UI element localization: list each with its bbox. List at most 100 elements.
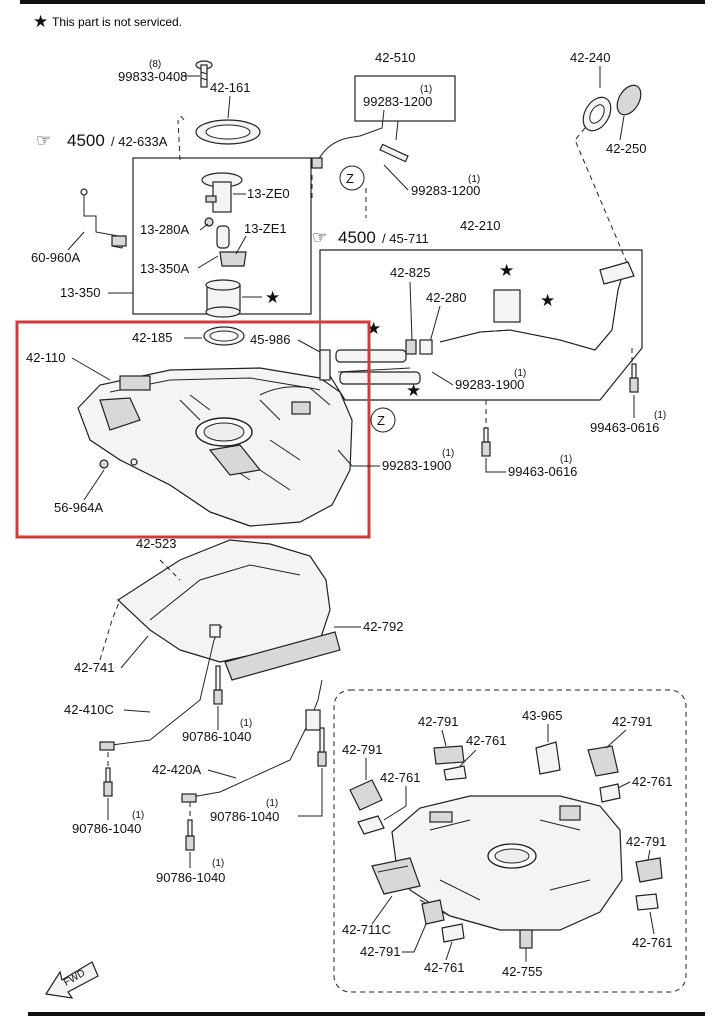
part-label: 42-711C <box>342 922 391 937</box>
reference-part: / 42-633A <box>111 134 168 149</box>
part-label: 43-965 <box>522 708 562 723</box>
bottom-rule <box>28 1012 705 1016</box>
qty-label: (1) <box>420 84 432 95</box>
z-marker <box>370 407 396 433</box>
part-label: 99463-0616 <box>508 464 577 479</box>
header-note: ★ This part is not serviced. <box>33 12 182 31</box>
part-label: 42-110 <box>26 350 66 365</box>
z-marker-label: Z <box>346 171 354 186</box>
qty-label: (8) <box>149 59 161 70</box>
part-label: 42-761 <box>424 960 464 975</box>
z-marker-label: Z <box>377 413 385 428</box>
filler-pipe-42-210 <box>335 261 635 385</box>
qty-label: (1) <box>514 368 526 379</box>
part-label: 99283-1900 <box>382 458 451 473</box>
filler-cap-42-240 <box>582 84 642 132</box>
screw-99833 <box>183 60 213 88</box>
part-label: 42-791 <box>418 714 458 729</box>
part-label: 42-791 <box>612 714 652 729</box>
fuel-pump-assembly <box>201 172 247 318</box>
part-label: 13-ZE0 <box>247 186 290 201</box>
insulator-42-791-e <box>421 899 445 925</box>
insulator-42-711c <box>371 857 421 895</box>
part-label: 42-791 <box>360 944 400 959</box>
part-label: 13-350A <box>140 261 189 276</box>
z-marker <box>339 165 365 191</box>
qty-label: (1) <box>654 410 666 421</box>
star-icon: ★ <box>33 12 48 31</box>
reference-number: 4500 <box>67 131 105 150</box>
bolt-99463-a <box>629 363 639 393</box>
part-label: 42-210 <box>460 218 500 233</box>
pointing-hand-icon: ☞ <box>312 228 327 247</box>
part-label: 42-825 <box>390 265 430 280</box>
star-icon: ★ <box>265 288 280 307</box>
bolt-90786-a <box>213 665 223 705</box>
top-rule <box>20 0 705 4</box>
bolt-99463-b <box>481 427 491 457</box>
part-label: 13-280A <box>140 222 189 237</box>
insulator-42-791-d <box>635 857 663 883</box>
insulator-42-761-a <box>357 815 385 835</box>
insulator-42-791-c <box>587 745 619 777</box>
part-label: 42-792 <box>363 619 403 634</box>
part-label: 42-741 <box>74 660 114 675</box>
part-label: 99283-1200 <box>363 94 432 109</box>
part-label: 99283-1900 <box>455 377 524 392</box>
reference-number: 4500 <box>338 228 376 247</box>
bracket-60-960a <box>80 188 127 249</box>
pointing-hand-icon: ☞ <box>36 131 51 150</box>
bolt-90786-b <box>317 727 327 767</box>
fuel-tank-highlight-box <box>15 320 371 539</box>
part-label: 42-761 <box>380 770 420 785</box>
bolt-90786-c <box>103 767 113 797</box>
star-icon: ★ <box>540 291 555 310</box>
insulator-inset-box <box>333 689 687 993</box>
part-label: 42-240 <box>570 50 610 65</box>
inset-tank-drawing <box>391 795 623 931</box>
part-label: 60-960A <box>31 250 80 265</box>
part-label: 99463-0616 <box>590 420 659 435</box>
tank-strap-42-410c <box>99 624 223 751</box>
bolt-90786-d <box>185 819 195 851</box>
insulator-42-761-e <box>635 893 659 911</box>
insulator-42-761-d <box>441 923 465 943</box>
part-label: 45-986 <box>250 332 290 347</box>
reference-part: / 45-711 <box>382 231 429 246</box>
qty-label: (1) <box>212 858 224 869</box>
part-label: 42-250 <box>606 141 646 156</box>
fuel-tank-42-110 <box>77 349 353 527</box>
part-label: 90786-1040 <box>72 821 141 836</box>
gauge-ring-42-161 <box>195 119 261 145</box>
part-label: 42-510 <box>375 50 415 65</box>
reference-4500-a: ☞ 4500 / 42-633A <box>36 131 168 150</box>
qty-label: (1) <box>442 448 454 459</box>
insulator-42-791-b <box>433 745 465 765</box>
part-label: 42-161 <box>210 80 250 95</box>
qty-label: (1) <box>468 174 480 185</box>
label-plate <box>493 289 521 323</box>
insulator-42-761-b <box>443 765 467 781</box>
insulator-42-761-c <box>599 783 621 803</box>
reference-4500-b: ☞ 4500 / 45-711 <box>312 228 429 247</box>
part-label: 13-ZE1 <box>244 221 287 236</box>
insulator-42-755 <box>519 929 533 949</box>
header-note-text: This part is not serviced. <box>52 15 182 29</box>
part-label: 42-185 <box>132 330 172 345</box>
insulator-43-965 <box>535 741 561 775</box>
part-label: 56-964A <box>54 500 103 515</box>
star-icon: ★ <box>499 261 514 280</box>
part-label: 42-523 <box>136 536 176 551</box>
callout-bracket <box>354 75 456 122</box>
part-label: 99833-0408 <box>118 69 187 84</box>
tank-gasket-42-185 <box>203 326 245 346</box>
part-label: 99283-1200 <box>411 183 480 198</box>
heat-shield-42-792 <box>224 631 341 681</box>
star-icon: ★ <box>406 381 421 400</box>
qty-label: (1) <box>132 810 144 821</box>
part-label: 90786-1040 <box>182 729 251 744</box>
qty-label: (1) <box>560 454 572 465</box>
qty-label: (1) <box>240 718 252 729</box>
part-label: 42-761 <box>466 733 506 748</box>
